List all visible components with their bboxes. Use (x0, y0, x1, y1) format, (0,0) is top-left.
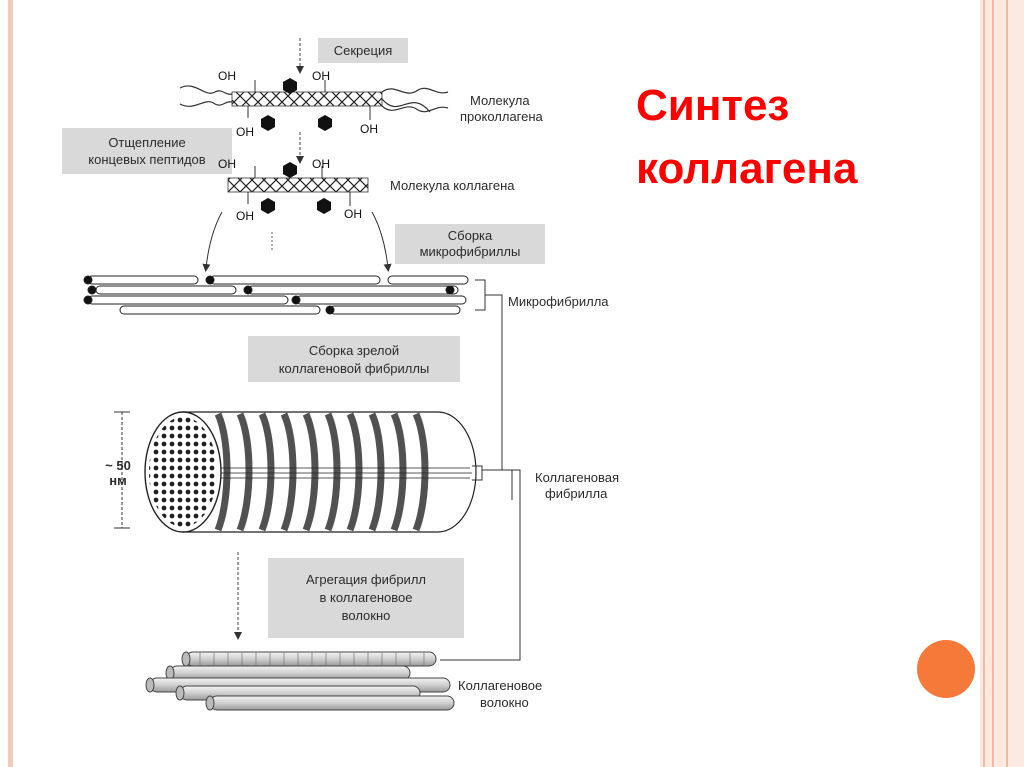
microfibril-label: Микрофибрилла (508, 294, 609, 309)
microfibril-assembly-line-2: микрофибриллы (420, 244, 521, 259)
aggregation-line-1: Агрегация фибрилл (306, 572, 426, 587)
oh-label: OH (312, 157, 330, 171)
mature-fibril-label-box (248, 336, 460, 382)
mature-fibril-line-2: коллагеновой фибриллы (279, 361, 430, 376)
title-line-1: Синтез (636, 81, 790, 130)
collagen-molecule-label: Молекула коллагена (390, 178, 515, 193)
connector-line (482, 294, 503, 471)
mature-fibril-line-1: Сборка зрелой (309, 343, 399, 358)
oh-label: OH (236, 125, 254, 139)
cleavage-label-box (62, 128, 232, 174)
microfibril (83, 275, 469, 315)
connector-line (440, 469, 521, 661)
procollagen-molecule (179, 78, 449, 131)
right-frame-line (983, 0, 985, 767)
oh-label: OH (218, 157, 236, 171)
collagen-molecule (227, 162, 369, 214)
oh-label: OH (218, 69, 236, 83)
collagen-fiber (145, 651, 455, 711)
microfibril-assembly-line-1: Сборка (448, 228, 493, 243)
left-frame-stripe (8, 0, 13, 767)
aggregation-line-3: волокно (342, 608, 391, 623)
oh-label: OH (344, 207, 362, 221)
size-label-line-2: нм (109, 473, 126, 488)
collagen-fibril (144, 411, 477, 533)
right-frame-band (980, 0, 1024, 767)
collagen-synthesis-diagram: Секреция OH OH OH OH Молекула проколлаге… (62, 38, 619, 711)
title-line-2: коллагена (636, 144, 858, 193)
fiber-label-line-1: Коллагеновое (458, 678, 542, 693)
right-frame-line (992, 0, 994, 767)
secretion-label-box (318, 38, 408, 63)
microfibril-assembly-label-box (395, 224, 545, 264)
assembly-arrow-right (371, 211, 392, 272)
aggregation-line-2: в коллагеновое (319, 590, 412, 605)
aggregation-label-box (268, 558, 464, 638)
oh-label: OH (312, 69, 330, 83)
right-frame-line (1006, 0, 1008, 767)
cleavage-label-line-2: концевых пептидов (88, 152, 205, 167)
decorative-orange-circle (917, 640, 975, 698)
fibril-label-line-1: Коллагеновая (535, 470, 619, 485)
fibril-bracket (472, 465, 483, 481)
cleavage-label-line-1: Отщепление (108, 135, 185, 150)
procollagen-label-line-1: Молекула (470, 93, 530, 108)
connector-line (502, 469, 513, 500)
oh-label: OH (360, 122, 378, 136)
fibril-label-line-2: фибрилла (545, 486, 608, 501)
oh-label: OH (236, 209, 254, 223)
procollagen-label-line-2: проколлагена (460, 109, 544, 124)
assembly-arrow-left (202, 211, 223, 272)
size-label-line-1: ~ 50 (105, 458, 131, 473)
microfibril-bracket (475, 279, 492, 311)
secretion-label: Секреция (334, 43, 393, 58)
fiber-label-line-2: волокно (480, 695, 529, 710)
slide-title: Синтез коллагена (636, 74, 966, 200)
